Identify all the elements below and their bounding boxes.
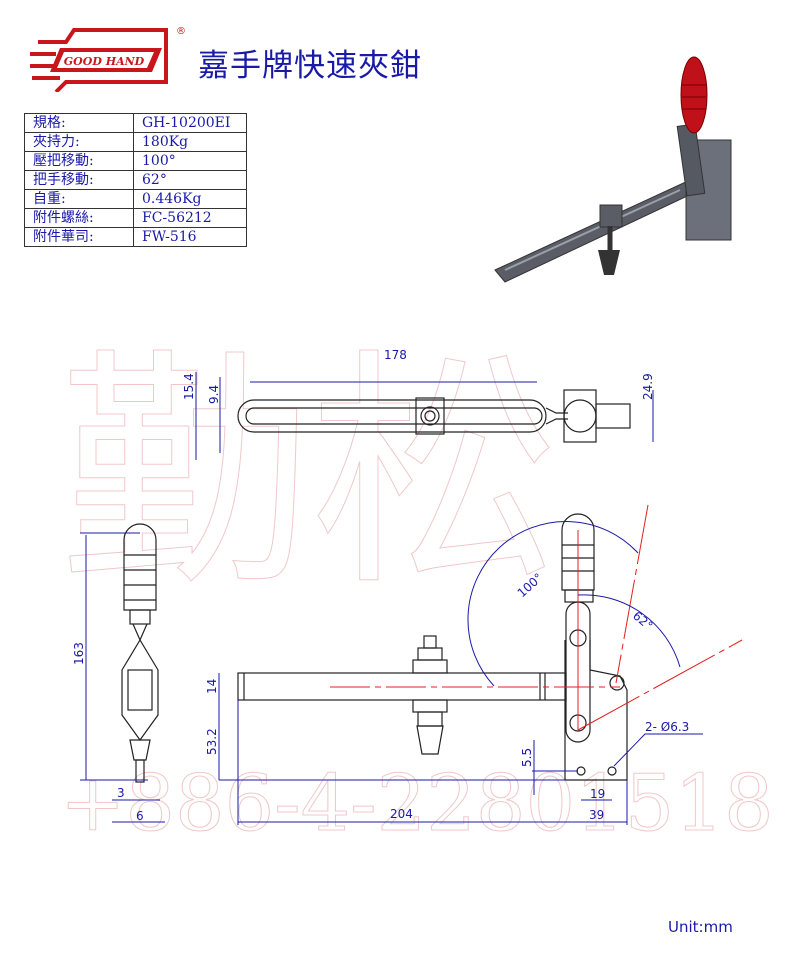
clamp-3d-render [494, 56, 732, 283]
side-view [121, 523, 159, 783]
svg-text:2- Ø6.3: 2- Ø6.3 [645, 720, 689, 734]
svg-text:15.4: 15.4 [182, 373, 196, 400]
svg-text:163: 163 [72, 642, 86, 665]
svg-text:3: 3 [117, 786, 125, 800]
spec-value: 0.446Kg [133, 189, 247, 209]
svg-text:®: ® [176, 26, 186, 37]
svg-text:39: 39 [589, 808, 604, 822]
page-title: 嘉手牌快速夾鉗 [198, 48, 422, 84]
spec-label: 壓把移動: [24, 151, 134, 171]
svg-text:19: 19 [590, 787, 605, 801]
dimension-labels: 178 15.4 9.4 24.9 163 3 6 14 53.2 5.5 20… [72, 348, 689, 823]
spec-row: 夾持力:180Kg [24, 132, 247, 152]
spec-label: 夾持力: [24, 132, 134, 152]
watermark: 勤松 +886-4-22801518 [60, 328, 775, 850]
svg-text:GOOD HAND: GOOD HAND [64, 55, 145, 68]
good-hand-logo: GOOD HAND ® [30, 26, 186, 92]
spec-row: 規格:GH-10200EI [24, 113, 247, 133]
unit-label: Unit:mm [668, 918, 733, 936]
svg-text:勤松: 勤松 [60, 328, 560, 619]
svg-text:62°: 62° [630, 609, 655, 633]
centerlines [330, 504, 743, 731]
svg-text:6: 6 [136, 809, 144, 823]
svg-text:9.4: 9.4 [207, 385, 221, 404]
spec-label: 附件華司: [24, 227, 134, 247]
svg-text:5.5: 5.5 [520, 748, 534, 767]
top-view [237, 389, 631, 443]
spec-row: 壓把移動:100° [24, 151, 247, 171]
spec-row: 附件螺絲:FC-56212 [24, 208, 247, 228]
dimension-lines [80, 372, 703, 825]
svg-text:53.2: 53.2 [205, 728, 219, 755]
spec-row: 附件華司:FW-516 [24, 227, 247, 247]
svg-text:24.9: 24.9 [641, 373, 655, 400]
svg-text:14: 14 [205, 679, 219, 694]
svg-text:204: 204 [390, 807, 413, 821]
spec-value: GH-10200EI [133, 113, 247, 133]
svg-text:178: 178 [384, 348, 407, 362]
spec-value: FW-516 [133, 227, 247, 247]
svg-text:+886-4-22801518: +886-4-22801518 [60, 759, 774, 849]
